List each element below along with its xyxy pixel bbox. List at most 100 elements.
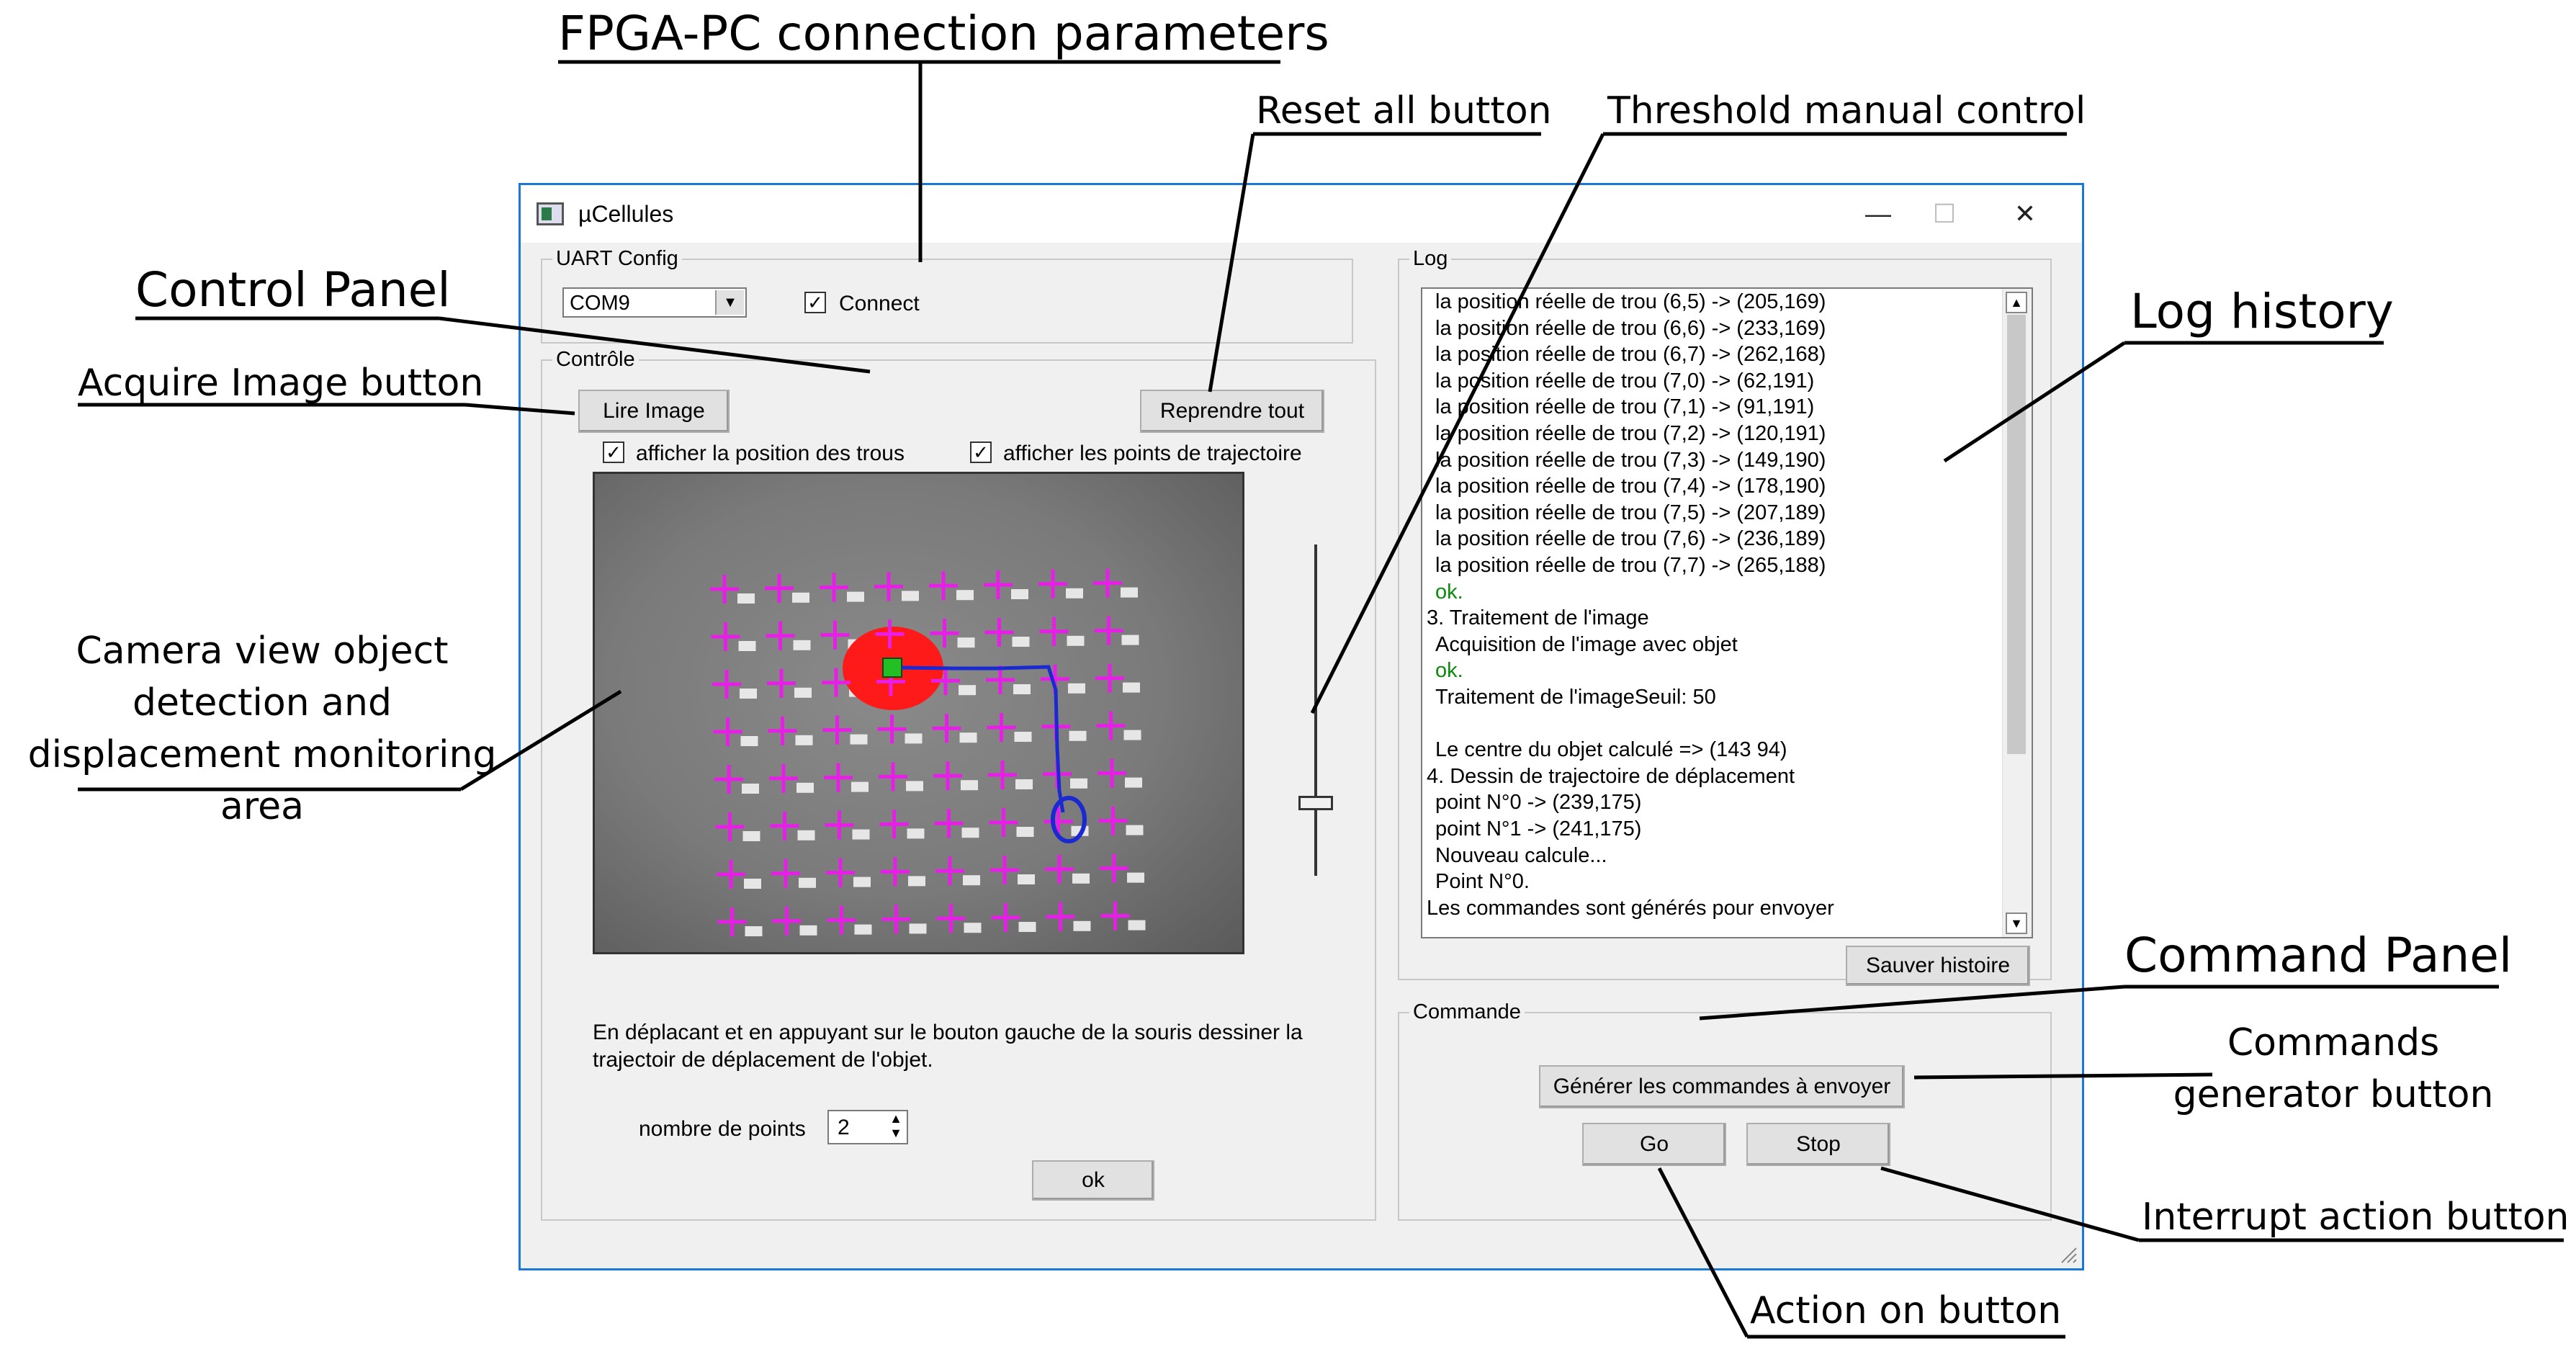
log-line: 4. Dessin de trajectoire de déplacement <box>1427 764 1795 788</box>
annotation-action-on: Action on button <box>1750 1289 2062 1332</box>
hole-spot <box>795 735 813 745</box>
title-bar: µCellules — ☐ ✕ <box>521 185 2082 243</box>
points-count-stepper[interactable]: 2 ▲ ▼ <box>827 1110 908 1144</box>
annotation-fpga-pc: FPGA-PC connection parameters <box>558 6 1329 61</box>
hole-spot <box>956 590 974 601</box>
hole-spot <box>738 641 756 651</box>
hole-spot <box>797 830 815 840</box>
hole-spot <box>847 591 864 602</box>
stop-button[interactable]: Stop <box>1746 1123 1890 1166</box>
hole-spot <box>1123 682 1140 693</box>
points-count-label: nombre de points <box>639 1117 806 1141</box>
hole-spot <box>1067 635 1085 646</box>
hole-spot <box>907 828 925 839</box>
hole-spot <box>742 784 759 794</box>
annotation-commands-generator: Commands generator button <box>2173 1021 2494 1116</box>
hole-spot <box>1073 920 1091 931</box>
stepper-up-icon[interactable]: ▲ <box>889 1111 902 1126</box>
hole-spot <box>961 780 978 791</box>
show-trajectory-checkbox[interactable]: ✓ <box>970 441 992 463</box>
hole-spot <box>1127 872 1144 883</box>
instructions-line-1: En déplacant et en appuyant sur le bouto… <box>593 1021 1303 1044</box>
hole-spot <box>1126 825 1144 835</box>
hole-spot <box>1015 779 1033 789</box>
hole-spot <box>1123 730 1141 740</box>
close-icon[interactable]: ✕ <box>2014 199 2037 228</box>
acquire-image-button[interactable]: Lire Image <box>578 390 730 433</box>
hole-spot <box>1121 635 1139 645</box>
hole-spot <box>742 831 760 841</box>
camera-overlay[interactable] <box>595 474 1244 954</box>
hole-spot <box>796 782 814 793</box>
annotation-camera-view: Camera view object detection and displac… <box>27 629 497 828</box>
generate-commands-button[interactable]: Générer les commandes à envoyer <box>1539 1065 1905 1108</box>
hole-spot <box>961 828 979 838</box>
hole-spot <box>745 926 763 936</box>
command-group: Commande Générer les commandes à envoyer… <box>1398 1000 2052 1221</box>
uart-config-legend: UART Config <box>552 247 682 270</box>
connect-checkbox[interactable]: ✓ <box>804 292 826 313</box>
resize-grip-icon[interactable] <box>2056 1242 2078 1264</box>
com-port-value: COM9 <box>570 292 630 315</box>
show-holes-label: afficher la position des trous <box>636 441 905 465</box>
log-line: point N°1 -> (241,175) <box>1435 817 1642 840</box>
maximize-icon[interactable]: ☐ <box>1932 199 1957 228</box>
ok-button[interactable]: ok <box>1032 1160 1154 1201</box>
hole-spot <box>1013 684 1031 694</box>
log-line: Le centre du objet calculé => (143 94) <box>1435 738 1787 762</box>
hole-spot <box>1121 587 1138 598</box>
threshold-slider-thumb[interactable] <box>1298 795 1333 810</box>
hole-spot <box>740 736 758 746</box>
hole-spot <box>906 781 923 792</box>
app-icon <box>537 202 564 225</box>
points-count-value: 2 <box>838 1116 850 1139</box>
annotation-acquire-image: Acquire Image button <box>78 362 484 405</box>
hole-spot <box>794 687 812 698</box>
go-button[interactable]: Go <box>1582 1123 1726 1166</box>
reset-all-button[interactable]: Reprendre tout <box>1140 390 1324 433</box>
command-legend: Commande <box>1409 1000 1525 1023</box>
hole-spot <box>963 875 980 886</box>
annotation-log-history: Log history <box>2130 284 2394 339</box>
hole-spot <box>1018 922 1036 932</box>
annotation-threshold: Threshold manual control <box>1607 89 2086 133</box>
hole-spot <box>1016 827 1034 837</box>
hole-spot <box>799 925 817 936</box>
object-center-marker <box>882 658 902 678</box>
show-holes-checkbox[interactable]: ✓ <box>603 441 624 463</box>
app-window: µCellules — ☐ ✕ UART Config COM9 ▼ ✓ Con… <box>519 183 2084 1270</box>
hole-spot <box>1128 920 1146 931</box>
log-line: point N°0 -> (239,175) <box>1435 791 1642 815</box>
hole-spot <box>1014 732 1032 742</box>
annotation-command-panel: Command Panel <box>2124 928 2513 983</box>
hole-spot <box>959 732 977 743</box>
hole-spot <box>1012 637 1030 647</box>
control-group: Contrôle Lire Image Reprendre tout ✓ aff… <box>541 348 1376 1221</box>
stepper-down-icon[interactable]: ▼ <box>889 1126 902 1140</box>
hole-spot <box>744 879 761 889</box>
scroll-down-icon[interactable]: ▼ <box>2006 913 2027 934</box>
hole-spot <box>737 593 755 604</box>
show-trajectory-label: afficher les points de trajectoire <box>1003 441 1302 465</box>
hole-spot <box>851 781 869 792</box>
hole-spot <box>908 876 925 887</box>
chevron-down-icon[interactable]: ▼ <box>715 290 744 315</box>
hole-spot <box>854 924 872 935</box>
minimize-icon[interactable]: — <box>1865 199 1891 228</box>
log-line: Nouveau calcule... <box>1435 843 1607 867</box>
hole-spot <box>959 685 976 696</box>
hole-spot <box>792 592 809 603</box>
com-port-select[interactable]: COM9 ▼ <box>562 287 747 318</box>
hole-spot <box>957 637 975 648</box>
log-line: Point N°0. <box>1435 870 1530 894</box>
camera-view[interactable] <box>593 472 1244 954</box>
annotation-reset-all: Reset all button <box>1256 89 1552 133</box>
hole-spot <box>1070 778 1087 789</box>
hole-spot <box>964 923 982 933</box>
save-history-button[interactable]: Sauver histoire <box>1846 946 2030 986</box>
log-line: Les commandes sont générés pour envoyer <box>1427 896 1834 920</box>
hole-spot <box>852 829 870 840</box>
scroll-up-icon[interactable]: ▲ <box>2006 292 2027 313</box>
connect-label: Connect <box>839 292 920 315</box>
hole-spot <box>853 876 871 887</box>
